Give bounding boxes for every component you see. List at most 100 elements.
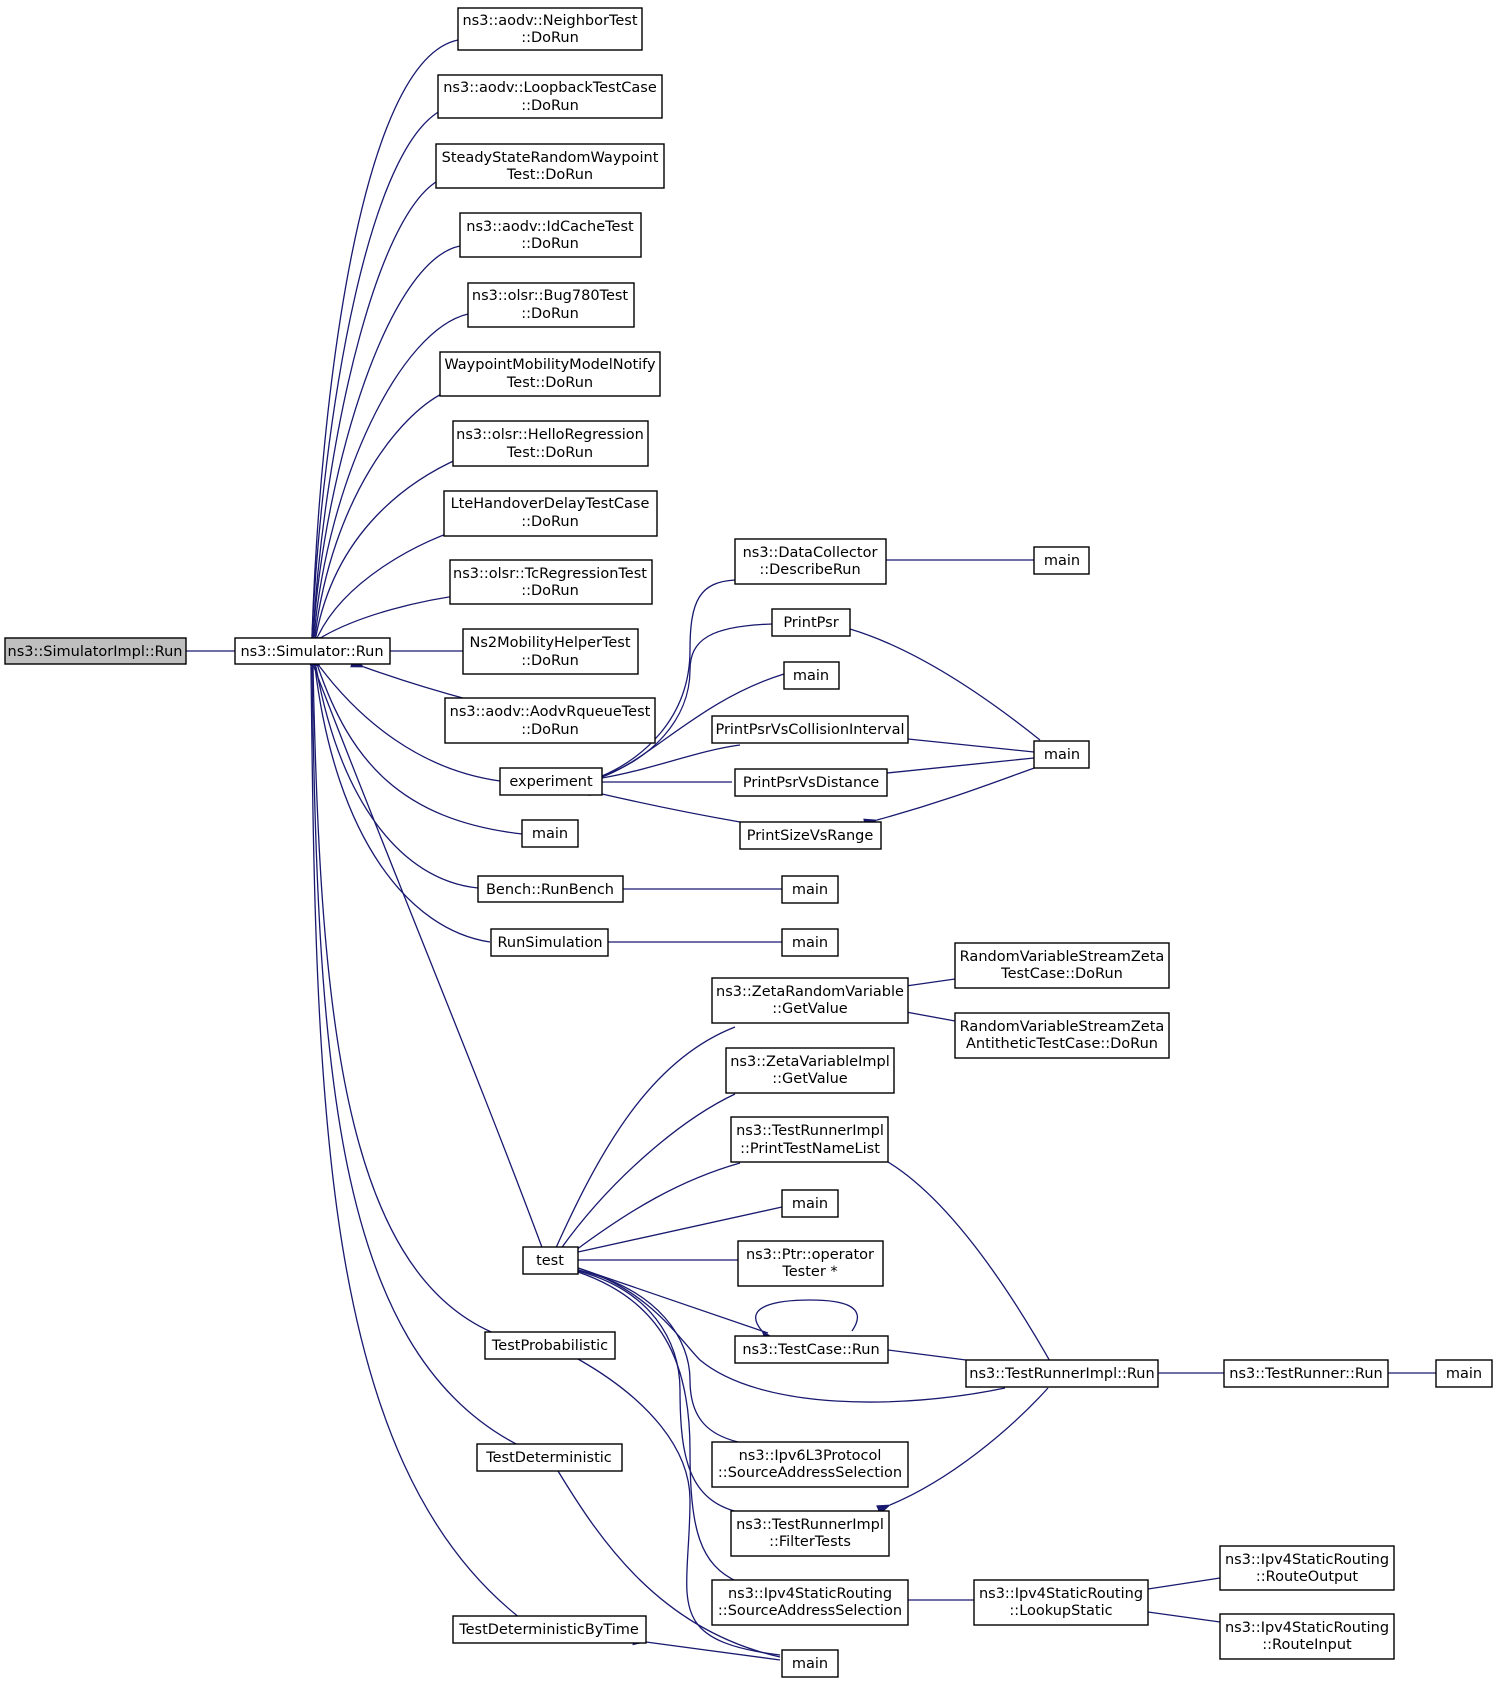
node-testrunner-run[interactable]: ns3::TestRunner::Run [1223,1359,1389,1388]
node-zetarandomvariable-getvalue[interactable]: ns3::ZetaRandomVariable::GetValue [711,977,909,1024]
svg-text:experiment: experiment [509,774,593,790]
node-testdeterministicbytime[interactable]: TestDeterministicByTime [452,1615,647,1644]
svg-text:Test::DoRun: Test::DoRun [506,375,593,391]
svg-text:WaypointMobilityModelNotify: WaypointMobilityModelNotify [444,357,656,373]
svg-text:main: main [532,826,568,842]
edge [894,732,1035,753]
node-olsr-bug780test[interactable]: ns3::olsr::Bug780Test::DoRun [467,282,635,328]
node-aodv-loopbacktestcase[interactable]: ns3::aodv::LoopbackTestCase::DoRun [437,74,663,119]
svg-text:Test::DoRun: Test::DoRun [506,167,593,183]
edge [308,389,451,650]
svg-text:RandomVariableStreamZeta: RandomVariableStreamZeta [960,949,1165,965]
svg-text:Bench::RunBench: Bench::RunBench [486,882,614,898]
svg-text:TestCase::DoRun: TestCase::DoRun [1000,966,1123,982]
edge [876,1387,1049,1515]
edge [836,620,1041,741]
edge [564,1262,739,1513]
node-randomvariablestreamzeta-antithetic-testcase[interactable]: RandomVariableStreamZetaAntitheticTestCa… [954,1012,1170,1059]
svg-text:::LookupStatic: ::LookupStatic [1009,1603,1112,1619]
edge [755,1299,859,1345]
node-main[interactable]: main [781,928,839,957]
svg-text:PrintSizeVsRange: PrintSizeVsRange [747,828,874,844]
node-test[interactable]: test [522,1246,579,1275]
node-main[interactable]: main [783,661,840,690]
svg-text:main: main [792,1656,828,1672]
edge [308,653,491,943]
svg-text:RandomVariableStreamZeta: RandomVariableStreamZeta [960,1019,1165,1035]
svg-text:ns3::aodv::AodvRqueueTest: ns3::aodv::AodvRqueueTest [450,704,651,720]
node-simulatorimpl-run[interactable]: ns3::SimulatorImpl::Run [4,637,187,665]
edge [588,744,741,786]
node-printpsr-vs-collisioninterval[interactable]: PrintPsrVsCollisionInterval [711,715,909,744]
edge [588,786,741,823]
svg-text:main: main [792,882,828,898]
node-simulator-run[interactable]: ns3::Simulator::Run [234,637,391,665]
node-datacollector-describerun[interactable]: ns3::DataCollector::DescribeRun [734,538,887,585]
node-ns2mobilityhelpertest[interactable]: Ns2MobilityHelperTest::DoRun [462,628,639,675]
node-ipv4staticrouting-lookupstatic[interactable]: ns3::Ipv4StaticRouting::LookupStatic [973,1579,1149,1626]
node-experiment[interactable]: experiment [499,767,603,796]
node-main[interactable]: main [1435,1359,1493,1388]
node-main[interactable]: main [1033,546,1090,575]
node-runsimulation[interactable]: RunSimulation [490,928,609,957]
node-aodv-neighbortest[interactable]: ns3::aodv::NeighborTest::DoRun [457,7,643,51]
node-printpsr[interactable]: PrintPsr [771,608,851,637]
svg-text:::GetValue: ::GetValue [772,1071,848,1087]
node-testrunnerimpl-run[interactable]: ns3::TestRunnerImpl::Run [965,1359,1159,1388]
svg-text:main: main [1044,747,1080,763]
svg-text:TestProbabilistic: TestProbabilistic [491,1338,608,1354]
svg-text:ns3::Ipv4StaticRouting: ns3::Ipv4StaticRouting [1225,1620,1389,1636]
svg-text:ns3::olsr::HelloRegression: ns3::olsr::HelloRegression [456,427,644,443]
node-ipv4staticrouting-routeoutput[interactable]: ns3::Ipv4StaticRouting::RouteOutput [1219,1545,1395,1591]
node-printpsr-vs-distance[interactable]: PrintPsrVsDistance [734,768,888,797]
edge [350,657,471,701]
edge [545,1026,736,1264]
svg-text:::RouteInput: ::RouteInput [1262,1637,1352,1653]
node-ipv6l3protocol-sourceaddressselection[interactable]: ns3::Ipv6L3Protocol::SourceAddressSelect… [711,1441,909,1488]
node-bench-runbench[interactable]: Bench::RunBench [477,875,624,903]
edge [564,1348,781,1656]
edge [546,1457,781,1658]
node-olsr-tcregressiontest[interactable]: ns3::olsr::TcRegressionTest::DoRun [449,559,653,605]
edge [863,765,1041,829]
edge [307,525,471,650]
node-zetavariableimpl-getvalue[interactable]: ns3::ZetaVariableImpl::GetValue [725,1047,895,1094]
svg-text:::DoRun: ::DoRun [521,514,579,530]
node-testrunnerimpl-printtestnamelist[interactable]: ns3::TestRunnerImpl::PrintTestNameList [730,1116,889,1163]
svg-text:ns3::SimulatorImpl::Run: ns3::SimulatorImpl::Run [8,644,183,660]
node-printsize-vs-range[interactable]: PrintSizeVsRange [739,821,882,850]
svg-text:RunSimulation: RunSimulation [497,935,602,951]
svg-text:::DoRun: ::DoRun [521,653,579,669]
edge [308,593,471,648]
node-testcase-run[interactable]: ns3::TestCase::Run [734,1335,889,1364]
node-lte-handoverdelay-testcase[interactable]: LteHandoverDelayTestCase::DoRun [443,490,658,537]
edges [173,39,1436,1661]
node-main[interactable]: main [781,1189,839,1218]
node-testdeterministic[interactable]: TestDeterministic [476,1443,623,1472]
node-ipv4staticrouting-sourceaddressselection[interactable]: ns3::Ipv4StaticRouting::SourceAddressSel… [711,1579,909,1626]
svg-text:ns3::Ipv4StaticRouting: ns3::Ipv4StaticRouting [979,1586,1143,1602]
nodes: ns3::SimulatorImpl::Run ns3::Simulator::… [4,7,1493,1678]
svg-text:::DoRun: ::DoRun [521,30,579,46]
svg-text:ns3::ZetaRandomVariable: ns3::ZetaRandomVariable [716,984,904,1000]
node-main[interactable]: main [781,875,839,904]
node-aodv-idcachetest[interactable]: ns3::aodv::IdCacheTest::DoRun [459,212,642,258]
node-aodv-aodvrqueuetest[interactable]: ns3::aodv::AodvRqueueTest::DoRun [444,697,656,744]
edge [307,245,461,650]
node-ipv4staticrouting-routeinput[interactable]: ns3::Ipv4StaticRouting::RouteInput [1219,1613,1395,1660]
node-main[interactable]: main [521,819,579,848]
node-main[interactable]: main [781,1649,839,1678]
node-testprobabilistic[interactable]: TestProbabilistic [484,1331,616,1360]
svg-text:ns3::aodv::LoopbackTestCase: ns3::aodv::LoopbackTestCase [443,80,657,96]
edge [308,653,479,889]
edge [308,653,501,782]
node-testrunnerimpl-filtertests[interactable]: ns3::TestRunnerImpl::FilterTests [730,1510,890,1557]
edge [1134,1605,1221,1623]
node-main[interactable]: main [1033,740,1090,769]
